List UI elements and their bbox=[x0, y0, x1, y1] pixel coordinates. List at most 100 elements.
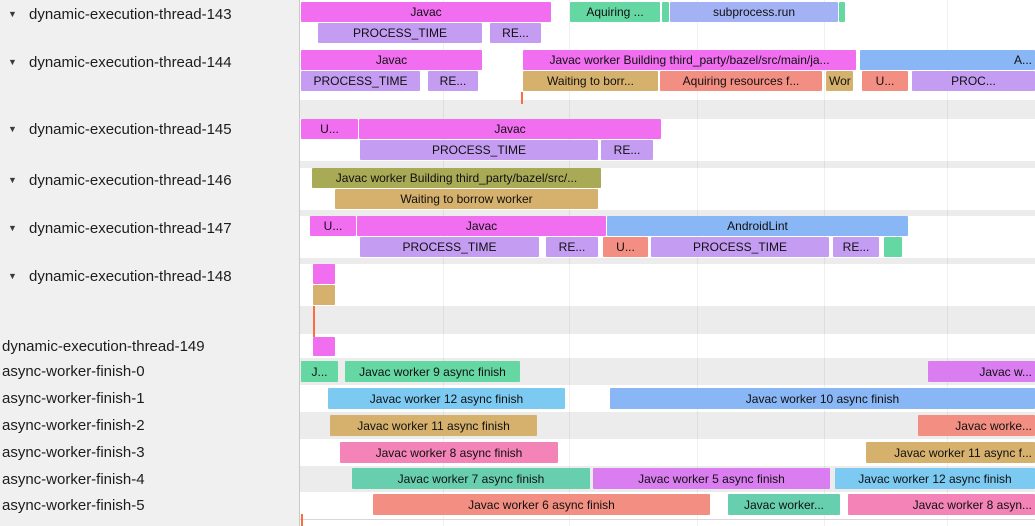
slice-label: J... bbox=[311, 364, 328, 379]
slice-label: RE... bbox=[439, 74, 467, 88]
slice-label: Javac worker 5 async finish bbox=[638, 471, 785, 486]
collapse-triangle-icon[interactable]: ▼ bbox=[8, 8, 17, 19]
trace-slice[interactable]: A... bbox=[860, 50, 1035, 70]
slice-label: PROCESS_TIME bbox=[313, 74, 408, 88]
trace-slice[interactable]: RE... bbox=[490, 23, 541, 43]
track-label-text: async-worker-finish-2 bbox=[2, 416, 145, 434]
trace-slice[interactable]: Javac worker 11 async f... bbox=[866, 442, 1035, 463]
trace-slice[interactable]: RE... bbox=[546, 237, 598, 257]
trace-slice[interactable]: PROCESS_TIME bbox=[651, 237, 829, 257]
trace-slice[interactable] bbox=[313, 264, 335, 284]
slice-label: A... bbox=[1013, 53, 1032, 67]
trace-slice[interactable]: Javac w... bbox=[928, 361, 1035, 382]
trace-slice[interactable]: RE... bbox=[428, 71, 478, 91]
trace-slice[interactable]: Javac worker 10 async finish bbox=[610, 388, 1035, 409]
trace-slice[interactable]: J... bbox=[301, 361, 338, 382]
trace-slice[interactable]: PROCESS_TIME bbox=[360, 237, 539, 257]
trace-slice[interactable]: Javac worke... bbox=[918, 415, 1035, 436]
trace-slice[interactable]: U... bbox=[301, 119, 358, 139]
trace-slice[interactable]: Javac worker Building third_party/bazel/… bbox=[312, 168, 601, 188]
trace-slice[interactable]: PROC... bbox=[912, 71, 1035, 91]
slice-label: Javac worker 8 async finish bbox=[375, 445, 523, 460]
track-row-async-worker-finish-2[interactable]: async-worker-finish-2 bbox=[0, 415, 145, 435]
trace-slice[interactable]: Wor bbox=[826, 71, 853, 91]
trace-slice[interactable]: Javac bbox=[359, 119, 661, 139]
trace-slice[interactable]: Javac worker 11 async finish bbox=[330, 415, 537, 436]
track-label-text: dynamic-execution-thread-148 bbox=[29, 267, 232, 285]
track-row-dynamic-execution-thread-146[interactable]: ▼ dynamic-execution-thread-146 bbox=[0, 170, 232, 190]
trace-slice[interactable]: U... bbox=[310, 216, 356, 236]
track-row-dynamic-execution-thread-148[interactable]: ▼ dynamic-execution-thread-148 bbox=[0, 266, 232, 286]
track-row-async-worker-finish-4[interactable]: async-worker-finish-4 bbox=[0, 469, 145, 489]
trace-slice[interactable]: Javac worker 12 async finish bbox=[328, 388, 565, 409]
track-row-dynamic-execution-thread-149[interactable]: dynamic-execution-thread-149 bbox=[0, 336, 205, 356]
trace-slice[interactable] bbox=[662, 2, 669, 22]
track-row-dynamic-execution-thread-145[interactable]: ▼dynamic-execution-thread-145 bbox=[0, 119, 232, 139]
trace-slice[interactable]: Aquiring ... bbox=[570, 2, 660, 22]
trace-slice[interactable]: RE... bbox=[601, 140, 653, 160]
trace-slice[interactable] bbox=[884, 237, 902, 257]
trace-slice[interactable]: Waiting to borr... bbox=[523, 71, 658, 91]
trace-slice[interactable]: PROCESS_TIME bbox=[318, 23, 482, 43]
trace-slice[interactable]: Javac worker 8 async finish bbox=[340, 442, 558, 463]
trace-slice[interactable]: Javac worker 5 async finish bbox=[593, 468, 830, 489]
track-label-text: dynamic-execution-thread-147 bbox=[29, 219, 232, 237]
slice-label: RE... bbox=[613, 143, 641, 157]
trace-slice[interactable]: U... bbox=[862, 71, 908, 91]
slice-label: U... bbox=[323, 219, 343, 233]
trace-slice[interactable]: Javac worker 8 asyn... bbox=[848, 494, 1035, 515]
instant-marker[interactable] bbox=[301, 514, 303, 526]
collapse-triangle-icon[interactable]: ▼ bbox=[8, 123, 17, 134]
trace-slice[interactable]: Aquiring resources f... bbox=[660, 71, 822, 91]
track-row-dynamic-execution-thread-147[interactable]: ▼ dynamic-execution-thread-147 bbox=[0, 218, 232, 238]
track-label-text: dynamic-execution-thread-146 bbox=[29, 171, 232, 189]
trace-slice[interactable]: Javac worker Building third_party/bazel/… bbox=[523, 50, 856, 70]
trace-slice[interactable]: Javac worker... bbox=[728, 494, 840, 515]
track-row-dynamic-execution-thread-143[interactable]: ▼dynamic-execution-thread-143 bbox=[0, 4, 232, 24]
trace-slice[interactable]: Javac worker 12 async finish bbox=[835, 468, 1035, 489]
trace-slice[interactable]: Waiting to borrow worker bbox=[335, 189, 598, 209]
trace-slice[interactable] bbox=[839, 2, 845, 22]
track-sidebar: ▼dynamic-execution-thread-143▼dynamic-ex… bbox=[0, 0, 300, 526]
slice-label: PROCESS_TIME bbox=[431, 143, 527, 157]
collapse-triangle-icon[interactable]: ▼ bbox=[8, 222, 17, 233]
slice-label: Wor bbox=[829, 74, 851, 88]
track-label-text: async-worker-finish-0 bbox=[2, 362, 145, 380]
time-gridline bbox=[697, 0, 698, 526]
collapse-triangle-icon[interactable]: ▼ bbox=[8, 270, 17, 281]
slice-label: Javac worker 8 asyn... bbox=[912, 497, 1032, 512]
instant-marker[interactable] bbox=[521, 92, 523, 104]
track-row-dynamic-execution-thread-144[interactable]: ▼dynamic-execution-thread-144 bbox=[0, 52, 232, 72]
track-label-text: async-worker-finish-4 bbox=[2, 470, 145, 488]
instant-marker[interactable] bbox=[313, 306, 315, 337]
slice-label: Javac worker 9 async finish bbox=[359, 364, 506, 379]
time-gridline bbox=[947, 0, 948, 526]
time-gridline bbox=[443, 0, 444, 526]
collapse-triangle-icon[interactable]: ▼ bbox=[8, 174, 17, 185]
slice-label: Javac w... bbox=[979, 364, 1032, 379]
trace-slice[interactable]: subprocess.run bbox=[670, 2, 838, 22]
track-row-async-worker-finish-1[interactable]: async-worker-finish-1 bbox=[0, 388, 145, 408]
trace-slice[interactable]: AndroidLint bbox=[607, 216, 908, 236]
track-row-async-worker-finish-0[interactable]: async-worker-finish-0 bbox=[0, 361, 145, 381]
trace-slice[interactable]: Javac worker 6 async finish bbox=[373, 494, 710, 515]
track-row-async-worker-finish-5[interactable]: async-worker-finish-5 bbox=[0, 495, 145, 515]
trace-slice[interactable]: U... bbox=[603, 237, 648, 257]
slice-label: Javac bbox=[375, 53, 408, 67]
trace-slice[interactable]: PROCESS_TIME bbox=[301, 71, 420, 91]
trace-slice[interactable]: RE... bbox=[833, 237, 879, 257]
trace-slice[interactable]: Javac bbox=[357, 216, 606, 236]
trace-slice[interactable] bbox=[313, 285, 335, 305]
slice-label: U... bbox=[875, 74, 895, 88]
track-row-async-worker-finish-3[interactable]: async-worker-finish-3 bbox=[0, 442, 145, 462]
trace-slice[interactable] bbox=[313, 337, 335, 356]
trace-slice[interactable]: Javac worker 9 async finish bbox=[345, 361, 520, 382]
slice-label: Javac worker 11 async finish bbox=[357, 418, 510, 433]
slice-label: Waiting to borr... bbox=[547, 74, 634, 88]
trace-slice[interactable]: PROCESS_TIME bbox=[360, 140, 598, 160]
trace-slice[interactable]: Javac worker 7 async finish bbox=[352, 468, 590, 489]
trace-slice[interactable]: Javac bbox=[301, 50, 482, 70]
collapse-triangle-icon[interactable]: ▼ bbox=[8, 56, 17, 67]
trace-slice[interactable]: Javac bbox=[301, 2, 551, 22]
